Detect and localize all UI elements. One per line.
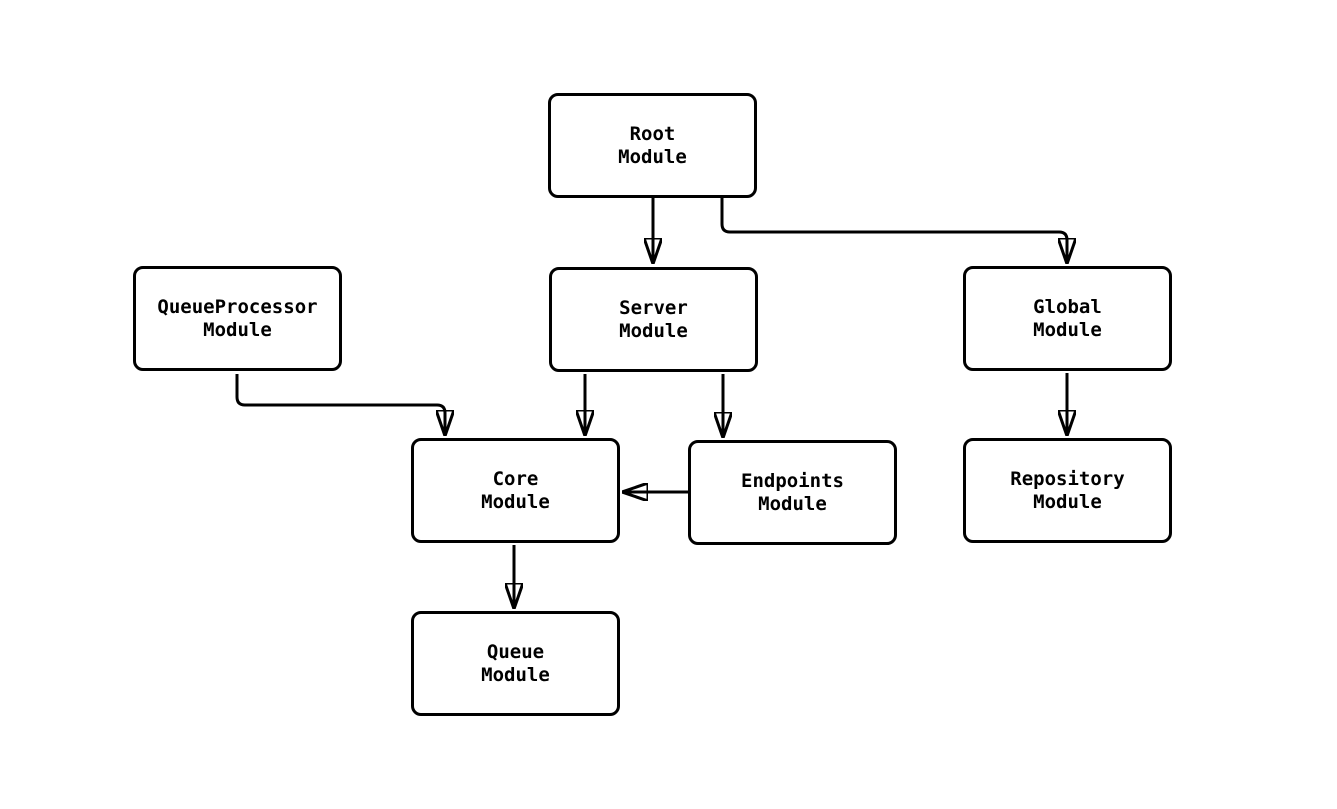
node-repository-module-label: Repository Module xyxy=(1010,467,1125,513)
node-server-module: Server Module xyxy=(549,267,758,372)
node-queueprocessor-module: QueueProcessor Module xyxy=(133,266,342,371)
node-global-module-label: Global Module xyxy=(1033,295,1102,341)
edge-root-global xyxy=(720,198,1067,262)
node-queue-module: Queue Module xyxy=(411,611,620,716)
node-core-module: Core Module xyxy=(411,438,620,543)
edge-queueprocessor-core xyxy=(235,374,445,434)
node-root-module: Root Module xyxy=(548,93,757,198)
node-server-module-label: Server Module xyxy=(619,296,688,342)
node-queue-module-label: Queue Module xyxy=(481,640,550,686)
node-endpoints-module: Endpoints Module xyxy=(688,440,897,545)
node-queueprocessor-module-label: QueueProcessor Module xyxy=(157,295,318,341)
node-root-module-label: Root Module xyxy=(618,122,687,168)
node-endpoints-module-label: Endpoints Module xyxy=(741,469,844,515)
node-core-module-label: Core Module xyxy=(481,467,550,513)
node-global-module: Global Module xyxy=(963,266,1172,371)
node-repository-module: Repository Module xyxy=(963,438,1172,543)
